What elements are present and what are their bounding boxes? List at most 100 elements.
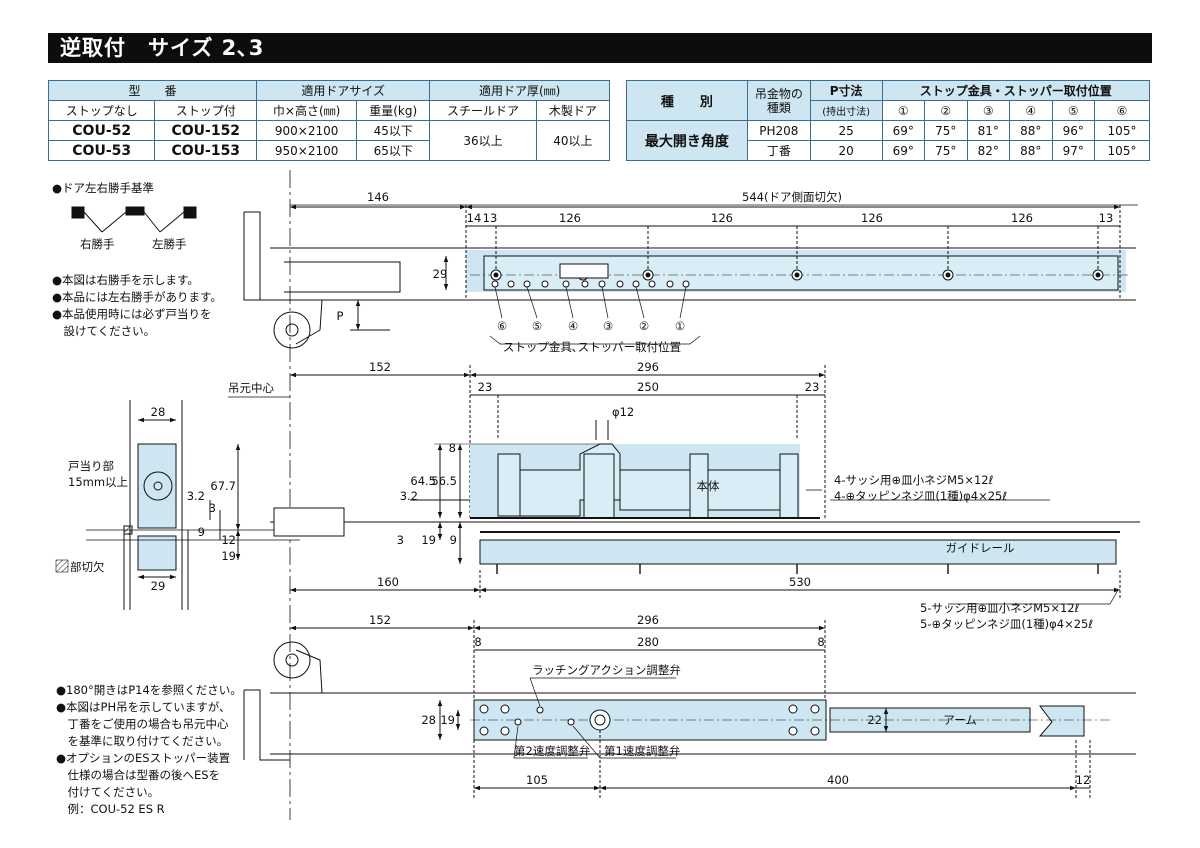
dim-8: 8 [817, 635, 824, 649]
note-line: 付けてください。 [56, 785, 160, 799]
dim-9: 9 [198, 525, 205, 539]
door-size: 950×2100 [256, 140, 358, 161]
angle-value: 88° [1009, 120, 1053, 141]
stop-part-label: 戸当り部 [68, 459, 114, 473]
dim-280: 280 [637, 635, 659, 649]
note-line: ●本図はPH吊を示していますが、 [56, 700, 231, 714]
header-hanger-type: 吊金物の種類 [746, 80, 811, 121]
dim-296: 296 [637, 360, 659, 374]
dim-67-7: 67.7 [210, 479, 236, 493]
rail-label: ガイドレール [946, 541, 1015, 555]
dim-3: 3 [397, 533, 404, 547]
dim-160: 160 [377, 575, 399, 589]
cutout-label: 部切欠 [70, 560, 105, 574]
note-line: を基準に取り付けてください。 [56, 734, 229, 748]
angle-value: 75° [924, 140, 968, 161]
angle-value: 97° [1051, 140, 1096, 161]
dim-3-2: 3.2 [187, 489, 205, 503]
dim-544: 544(ドア側面切欠) [742, 190, 842, 204]
dim-250: 250 [637, 380, 659, 394]
hanger-type: PH208 [746, 120, 811, 141]
header-no-stop: ストップなし [47, 100, 156, 121]
position-2: ② [639, 319, 649, 333]
header-kind: 種 別 [626, 80, 748, 121]
position-6: ⑥ [497, 319, 507, 333]
door-weight: 45以下 [356, 120, 431, 141]
header-p-dimension: P寸法 [809, 80, 883, 101]
body-label: 本体 [697, 479, 720, 493]
model-no-stop: COU-53 [47, 140, 156, 161]
stop-part-label-2: 15mm以上 [68, 475, 128, 489]
position-4: ④ [568, 319, 578, 333]
note-line: ●本図は右勝手を示します。 [52, 273, 199, 287]
left-hand-label: 左勝手 [152, 237, 187, 251]
note-line: ●本品には左右勝手があります。 [52, 290, 222, 304]
screw-spec-1b: 4-⊕タッピンネジ皿(1種)φ4×25ℓ [834, 489, 1007, 503]
dim-13: 13 [1099, 211, 1114, 225]
dim-phi12: φ12 [612, 405, 634, 419]
dim-400: 400 [827, 773, 849, 787]
dim-126: 126 [711, 211, 733, 225]
note-line: 仕様の場合は型番の後へESを [56, 768, 221, 782]
dim-152: 152 [369, 360, 391, 374]
header-stop-positions: ストップ金具・ストッパー取付位置 [881, 80, 1151, 101]
position-1: ① [675, 319, 685, 333]
angle-value: 82° [966, 140, 1011, 161]
page-title: 逆取付 サイズ 2､3 [60, 36, 265, 60]
steel-thickness: 36以上 [429, 120, 537, 161]
note-line: 例：COU-52 ES R [56, 802, 165, 816]
arm-label: アーム [943, 713, 976, 727]
model-spec-table: 型 番 適用ドアサイズ 適用ドア厚(㎜) ストップなし ストップ付 巾×高さ(㎜… [47, 80, 611, 161]
dim-8: 8 [474, 635, 481, 649]
screw-spec-2a: 5-サッシ用⊕皿小ネジM5×12ℓ [920, 601, 1080, 615]
dim-29: 29 [433, 267, 448, 281]
dim-152: 152 [369, 613, 391, 627]
header-door-thickness: 適用ドア厚(㎜) [429, 80, 610, 101]
header-width-height: 巾×高さ(㎜) [256, 100, 358, 121]
dim-146: 146 [367, 190, 389, 204]
dim-23: 23 [478, 380, 493, 394]
note-bottom: ●180°開きはP14を参照ください。 ●本図はPH吊を示していますが、 丁番を… [56, 682, 242, 818]
dim-530: 530 [789, 575, 811, 589]
dim-12: 12 [1076, 773, 1091, 787]
opening-angle-table: 種 別 吊金物の種類 P寸法 ストップ金具・ストッパー取付位置 (持出寸法) ①… [626, 80, 1151, 161]
row-label-max-angle: 最大開き角度 [626, 120, 748, 161]
dim-28: 28 [151, 405, 166, 419]
screw-spec-1a: 4-サッシ用⊕皿小ネジM5×12ℓ [834, 473, 994, 487]
note-line: ●本品使用時には必ず戸当りを [52, 307, 212, 321]
speed1-valve-label: 第1速度調整弁 [604, 744, 680, 758]
dim-126: 126 [1011, 211, 1033, 225]
dim-126: 126 [559, 211, 581, 225]
dim-13: 13 [483, 211, 498, 225]
speed2-valve-label: 第2速度調整弁 [514, 744, 590, 758]
screw-spec-2b: 5-⊕タッピンネジ皿(1種)φ4×25ℓ [920, 617, 1093, 631]
note-line: ●オプションのESストッパー装置 [56, 751, 231, 765]
dim-3-2: 3.2 [400, 489, 418, 503]
dim-19: 19 [440, 713, 455, 727]
note-line: 設けてください。 [52, 324, 156, 338]
dim-3: 3 [209, 501, 216, 515]
dim-23: 23 [805, 380, 820, 394]
dim-22: 22 [867, 713, 882, 727]
door-weight: 65以下 [356, 140, 431, 161]
right-hand-label: 右勝手 [80, 237, 115, 251]
hanger-type: 丁番 [746, 140, 811, 161]
dim-8: 8 [449, 441, 456, 455]
angle-value: 69° [881, 140, 926, 161]
angle-value: 88° [1009, 140, 1053, 161]
dim-296: 296 [637, 613, 659, 627]
position-3: ③ [603, 319, 613, 333]
dim-p: P [337, 309, 344, 323]
latch-valve-label: ラッチングアクション調整弁 [532, 663, 681, 677]
dim-126: 126 [861, 211, 883, 225]
dim-29: 29 [151, 579, 166, 593]
header-steel-door: スチールドア [429, 100, 537, 121]
pivot-center-label: 吊元中心 [228, 381, 274, 395]
note-top: ●本図は右勝手を示します。 ●本品には左右勝手があります。 ●本品使用時には必ず… [52, 272, 222, 340]
note-line: ●180°開きはP14を参照ください。 [56, 683, 242, 697]
dim-19: 19 [421, 533, 436, 547]
dim-28: 28 [421, 713, 436, 727]
dim-14: 14 [467, 211, 482, 225]
angle-value: 69° [881, 120, 926, 141]
dim-12: 12 [221, 533, 236, 547]
